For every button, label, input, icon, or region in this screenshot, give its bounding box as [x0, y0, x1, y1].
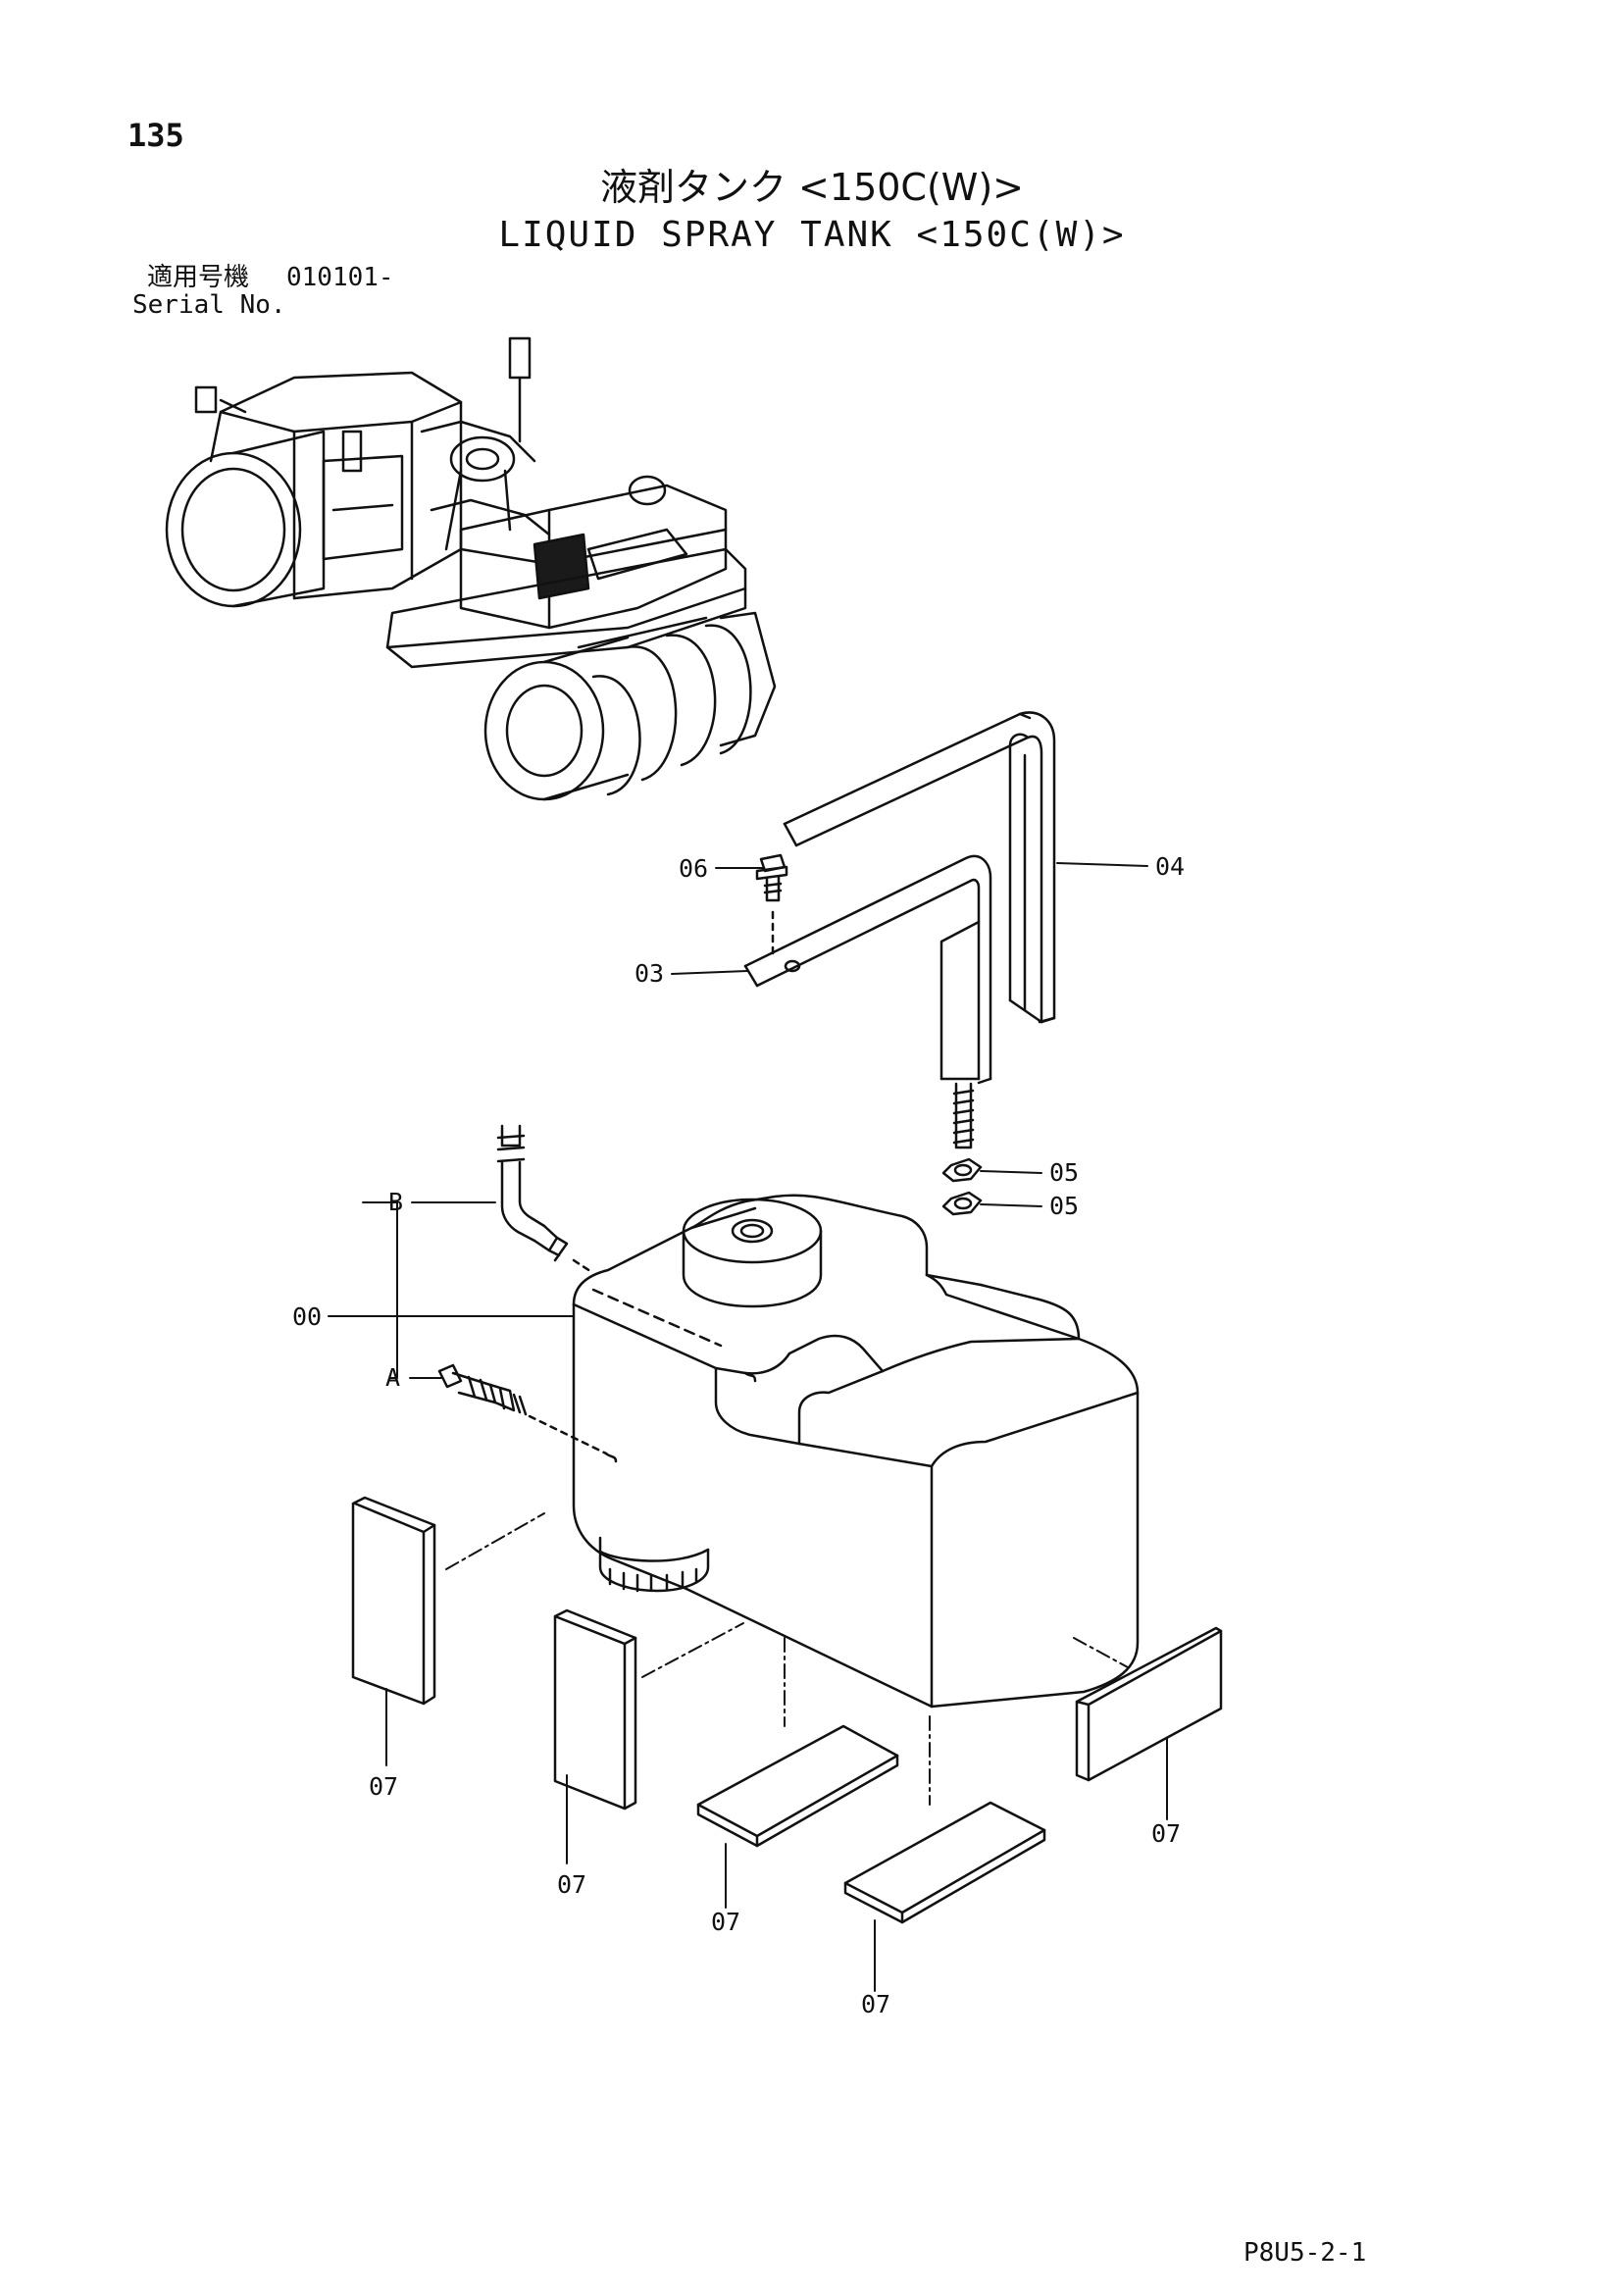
- serial-label-english: Serial No.: [132, 290, 286, 320]
- callout-a: A: [385, 1363, 400, 1392]
- elbow-fitting-b: [496, 1124, 595, 1275]
- bracket-04: [783, 711, 1056, 1024]
- title-japanese: 液剤タンク <150C(W)>: [599, 166, 1025, 209]
- leader-lines: [328, 862, 1168, 1992]
- serial-label-japanese: 適用号機: [147, 263, 250, 292]
- callout-07-e: 07: [1151, 1819, 1181, 1848]
- nuts-05: [941, 1157, 983, 1216]
- title-english: LIQUID SPRAY TANK <150C(W)>: [498, 215, 1126, 255]
- document-code: P8U5-2-1: [1243, 2238, 1367, 2268]
- callout-05-upper: 05: [1049, 1158, 1079, 1187]
- callout-05-lower: 05: [1049, 1192, 1079, 1220]
- callout-labels: 06 04 03 05 05 B 00 A 07 07 07 07 07: [292, 852, 1185, 2018]
- callout-07-b: 07: [557, 1870, 586, 1899]
- callout-00: 00: [292, 1302, 322, 1331]
- callout-07-d: 07: [861, 1990, 890, 2018]
- bracket-03: [743, 854, 992, 1149]
- callout-b: B: [388, 1188, 403, 1216]
- callout-06: 06: [679, 854, 708, 883]
- callout-07-c: 07: [711, 1908, 740, 1936]
- machine-illustration: [165, 336, 777, 801]
- straight-fitting-a: [437, 1363, 618, 1463]
- callout-07-a: 07: [369, 1772, 398, 1801]
- callout-04: 04: [1155, 852, 1185, 881]
- bolt-06: [755, 853, 788, 958]
- liquid-spray-tank-00: [572, 1194, 1140, 1709]
- pads-07: [351, 1496, 1223, 1924]
- serial-code: 010101-: [286, 263, 394, 292]
- page-number: 135: [127, 117, 184, 154]
- callout-03: 03: [634, 959, 664, 988]
- alignment-lines: [445, 1512, 1129, 1806]
